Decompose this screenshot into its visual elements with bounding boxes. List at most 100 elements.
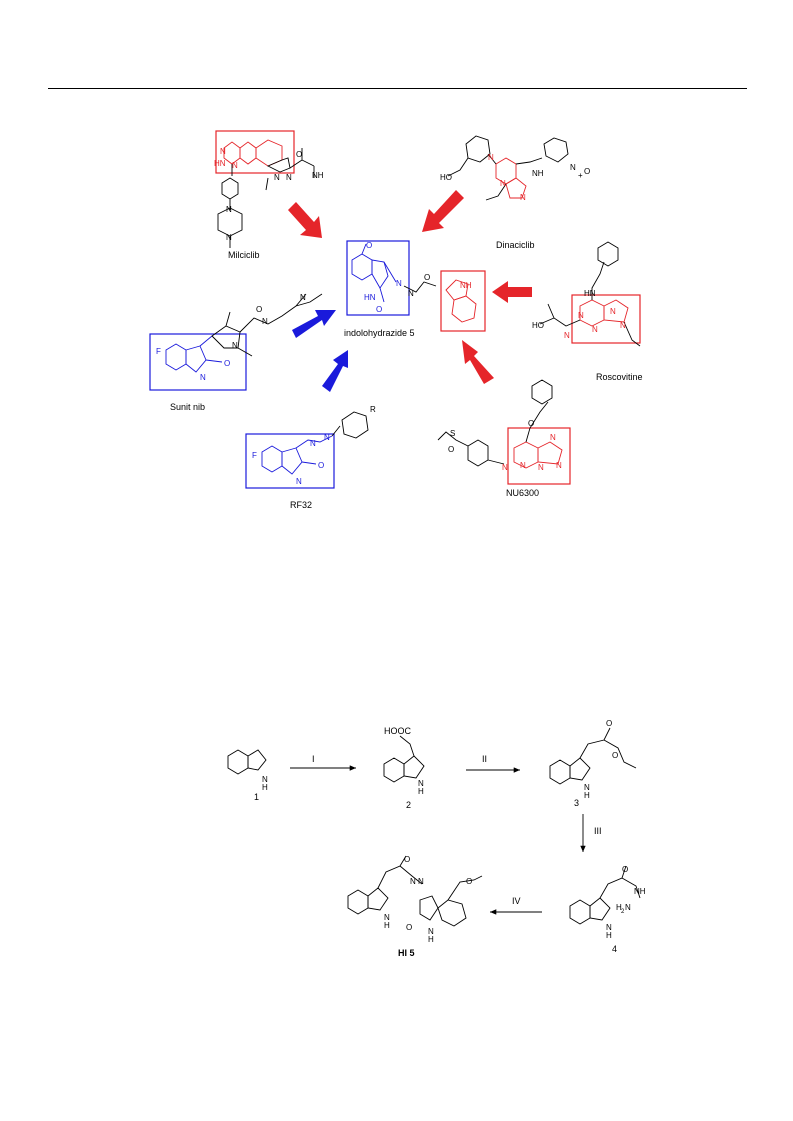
svg-text:O: O — [448, 445, 454, 454]
svg-text:+: + — [578, 171, 583, 180]
blue-arrow-rf32 — [322, 350, 348, 392]
svg-text:N: N — [274, 173, 280, 182]
svg-text:N: N — [428, 927, 434, 936]
svg-text:2: 2 — [621, 909, 625, 915]
svg-text:N: N — [396, 279, 402, 288]
label-milciclib: Milciclib — [228, 250, 260, 260]
indolohydrazide-structure — [346, 240, 486, 332]
svg-text:N: N — [584, 783, 590, 792]
svg-text:NH: NH — [312, 171, 324, 180]
svg-text:N: N — [500, 179, 506, 188]
svg-text:N: N — [556, 461, 562, 470]
svg-text:O: O — [606, 719, 612, 728]
svg-text:N: N — [232, 341, 238, 350]
svg-text:O: O — [376, 305, 382, 314]
compound-label-3: 3 — [574, 798, 579, 808]
svg-text:O: O — [622, 865, 628, 874]
svg-text:N: N — [488, 153, 494, 162]
svg-text:O: O — [584, 167, 590, 176]
roscovitine-structure — [539, 241, 641, 347]
svg-text:N: N — [232, 161, 238, 170]
svg-text:O: O — [406, 923, 412, 932]
reagent-label-4: IV — [512, 896, 521, 906]
svg-text:HN: HN — [584, 289, 596, 298]
svg-text:HN: HN — [364, 293, 376, 302]
svg-text:NH: NH — [532, 169, 544, 178]
compound-1-indole — [227, 749, 267, 775]
svg-text:O: O — [612, 751, 618, 760]
dinaciclib-structure — [447, 135, 569, 201]
sunitinib-structure — [149, 293, 323, 391]
compound-4-hydrazide — [569, 865, 641, 925]
svg-text:O: O — [318, 461, 324, 470]
svg-text:F: F — [252, 451, 257, 460]
label-indolohydrazide: indolohydrazide 5 — [344, 328, 415, 338]
rf32-structure — [245, 411, 369, 489]
reagent-label-1: I — [312, 754, 315, 764]
reagent-label-3: III — [594, 826, 602, 836]
svg-text:N: N — [310, 439, 316, 448]
svg-text:N: N — [418, 779, 424, 788]
svg-text:N: N — [520, 461, 526, 470]
svg-text:N: N — [502, 463, 508, 472]
svg-text:N: N — [520, 193, 526, 202]
compound-label-1: 1 — [254, 792, 259, 802]
svg-text:N: N — [570, 163, 576, 172]
svg-text:O: O — [366, 241, 372, 250]
header-rule — [48, 88, 747, 89]
svg-text:N: N — [625, 903, 631, 912]
red-arrow-dinaciclib — [422, 190, 464, 232]
svg-text:N: N — [226, 205, 232, 214]
synthesis-scheme — [227, 727, 641, 927]
svg-text:NH: NH — [634, 887, 646, 896]
svg-text:H: H — [584, 791, 590, 800]
svg-text:N: N — [550, 433, 556, 442]
svg-text:N: N — [592, 325, 598, 334]
red-arrow-milciclib — [288, 202, 322, 238]
compound-label-hi5: HI 5 — [398, 948, 415, 958]
compound-label-4: 4 — [612, 944, 617, 954]
compound-hi5 — [347, 855, 483, 927]
svg-text:H: H — [262, 783, 268, 792]
svg-text:O: O — [224, 359, 230, 368]
label-dinaciclib: Dinaciclib — [496, 240, 535, 250]
red-arrow-nu6300 — [462, 340, 494, 384]
svg-text:N: N — [262, 317, 268, 326]
nu6300-structure — [437, 379, 571, 485]
svg-text:N: N — [418, 877, 424, 886]
svg-text:H: H — [384, 921, 390, 930]
svg-text:O: O — [256, 305, 262, 314]
svg-text:NH: NH — [460, 281, 472, 290]
figure-1-cdk-inhibitors: N N HN N N O NH N N Milciclib HO N N N N… — [149, 130, 643, 510]
svg-text:N: N — [200, 373, 206, 382]
svg-text:H: H — [418, 787, 424, 796]
svg-text:N: N — [538, 463, 544, 472]
svg-text:H: H — [616, 903, 622, 912]
svg-text:N: N — [408, 289, 414, 298]
svg-text:N: N — [410, 877, 416, 886]
red-arrow-roscovitine — [492, 281, 532, 303]
svg-text:O: O — [404, 855, 410, 864]
label-sunitinib: Sunit nib — [170, 402, 205, 412]
svg-text:N: N — [610, 307, 616, 316]
svg-text:HN: HN — [214, 159, 226, 168]
svg-text:N: N — [620, 321, 626, 330]
svg-text:F: F — [156, 347, 161, 356]
reagent-label-2: II — [482, 754, 487, 764]
svg-text:N: N — [324, 433, 330, 442]
svg-text:N: N — [226, 233, 232, 242]
svg-text:N: N — [564, 331, 570, 340]
label-rf32: RF32 — [290, 500, 312, 510]
svg-text:S: S — [450, 429, 455, 438]
svg-text:N: N — [606, 923, 612, 932]
substituent-cooh: HOOC — [384, 726, 412, 736]
compound-3-ethyl-ester — [549, 727, 637, 785]
svg-text:R: R — [370, 405, 376, 414]
svg-text:N: N — [578, 311, 584, 320]
svg-text:N: N — [384, 913, 390, 922]
compound-label-2: 2 — [406, 800, 411, 810]
blue-arrow-sunitinib — [292, 310, 336, 338]
svg-text:O: O — [424, 273, 430, 282]
svg-text:N: N — [262, 775, 268, 784]
